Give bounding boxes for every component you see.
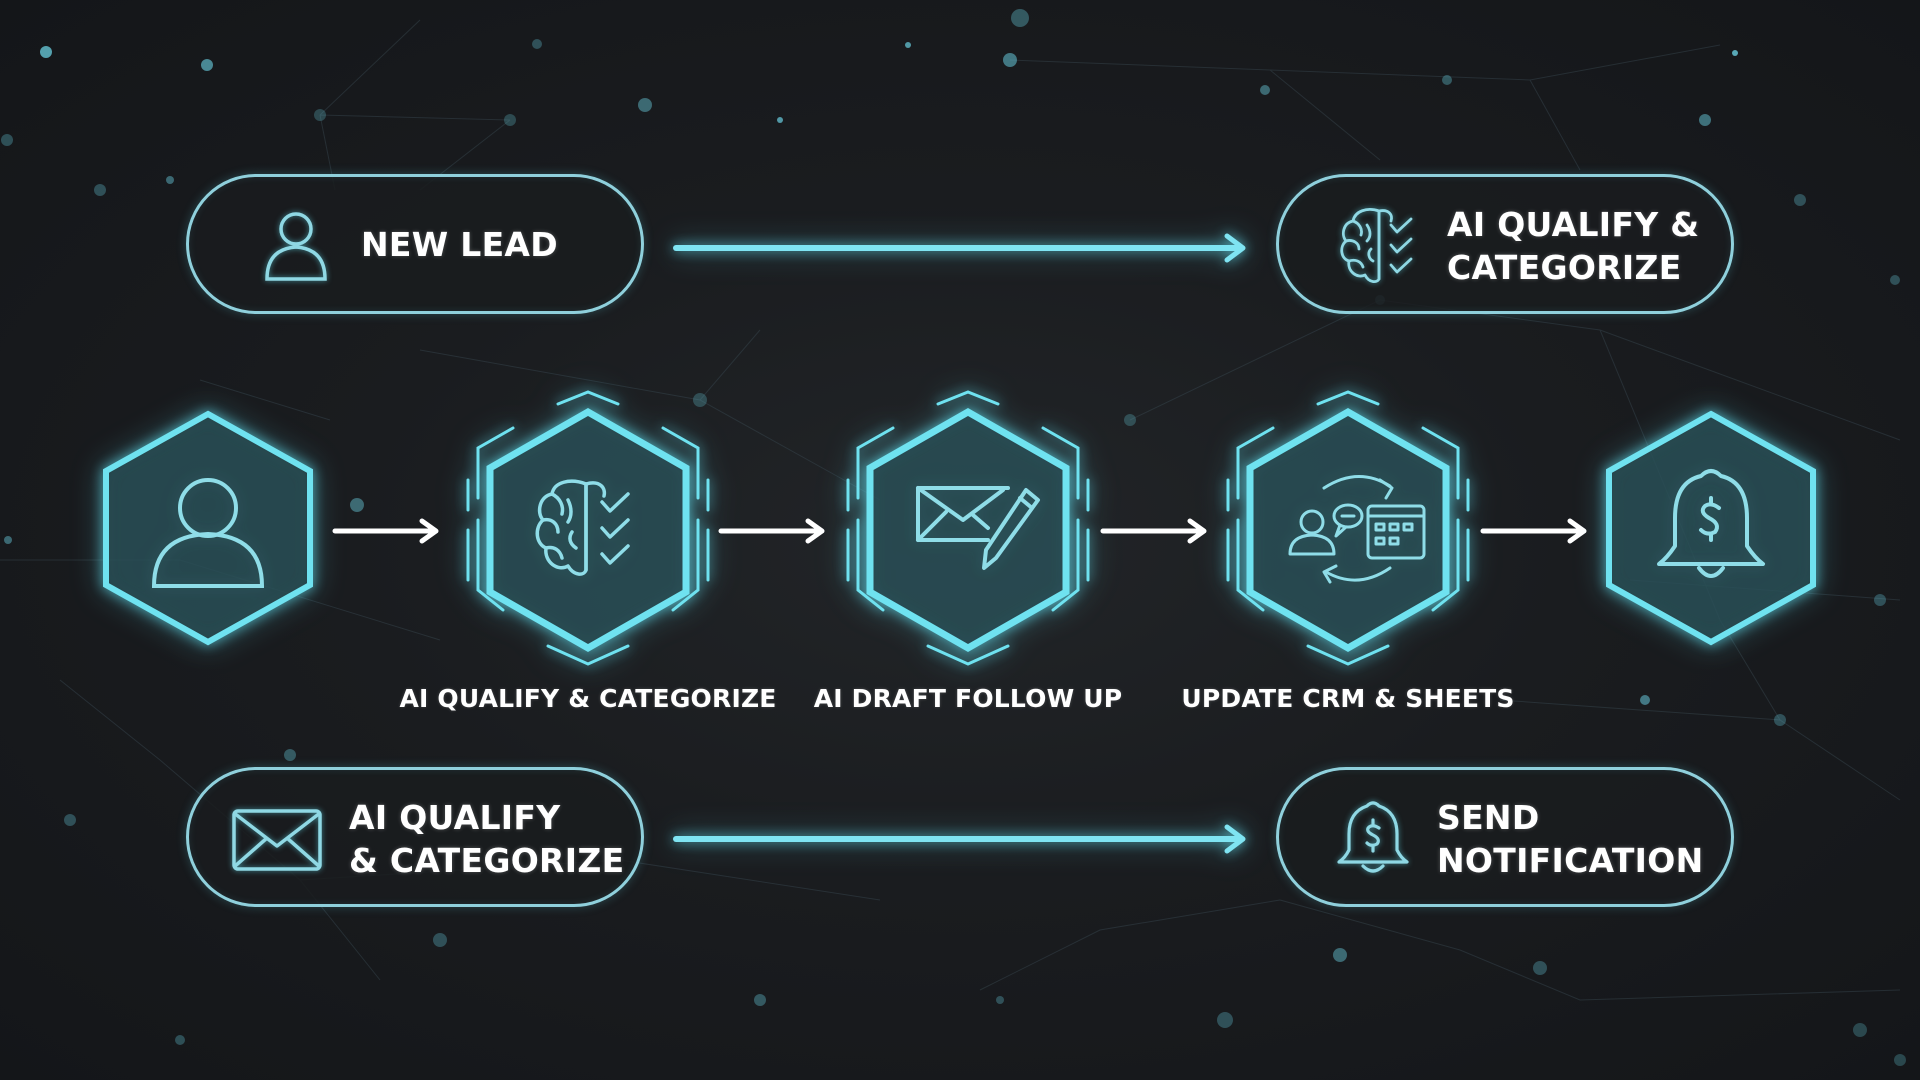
arrow-right-long-icon <box>673 233 1246 263</box>
arrow-right-short-icon <box>718 518 825 544</box>
step-label-update-crm: UPDATE CRM & SHEETS <box>1181 684 1515 713</box>
arrow-right-short-icon <box>332 518 439 544</box>
crm-sync-icon <box>1288 475 1426 584</box>
dollar-bell-icon <box>1657 469 1765 578</box>
pill-label: AI QUALIFY & CATEGORIZE <box>349 798 625 880</box>
envelope-icon <box>232 809 322 871</box>
step-ai-qualify-hex[interactable] <box>458 390 718 670</box>
brain-checklist-icon <box>1340 208 1413 283</box>
step-label-ai-draft: AI DRAFT FOLLOW UP <box>813 684 1123 713</box>
new-lead-pill[interactable]: NEW LEAD <box>186 174 644 314</box>
step-ai-draft-hex[interactable] <box>838 390 1098 670</box>
ai-qualify-pill-top[interactable]: AI QUALIFY & CATEGORIZE <box>1276 174 1734 314</box>
arrow-right-short-icon <box>1480 518 1587 544</box>
step-update-crm-hex[interactable] <box>1218 390 1478 670</box>
arrow-right-long-icon <box>673 824 1246 854</box>
ai-qualify-pill-bottom[interactable]: AI QUALIFY & CATEGORIZE <box>186 767 644 907</box>
arrow-right-short-icon <box>1100 518 1207 544</box>
step-label-ai-qualify: AI QUALIFY & CATEGORIZE <box>399 684 777 713</box>
send-notification-pill[interactable]: SEND NOTIFICATION <box>1276 767 1734 907</box>
brain-checklist-icon <box>535 479 630 576</box>
pill-label: NEW LEAD <box>361 225 558 264</box>
user-icon <box>265 212 327 281</box>
step-notification-hex[interactable] <box>1601 408 1821 648</box>
pill-label: SEND NOTIFICATION <box>1437 798 1704 880</box>
envelope-pencil-icon <box>916 486 1040 570</box>
dollar-bell-icon <box>1337 801 1409 873</box>
user-icon <box>151 478 265 588</box>
pill-label: AI QUALIFY & CATEGORIZE <box>1447 205 1700 287</box>
step-new-lead-hex[interactable] <box>98 408 318 648</box>
